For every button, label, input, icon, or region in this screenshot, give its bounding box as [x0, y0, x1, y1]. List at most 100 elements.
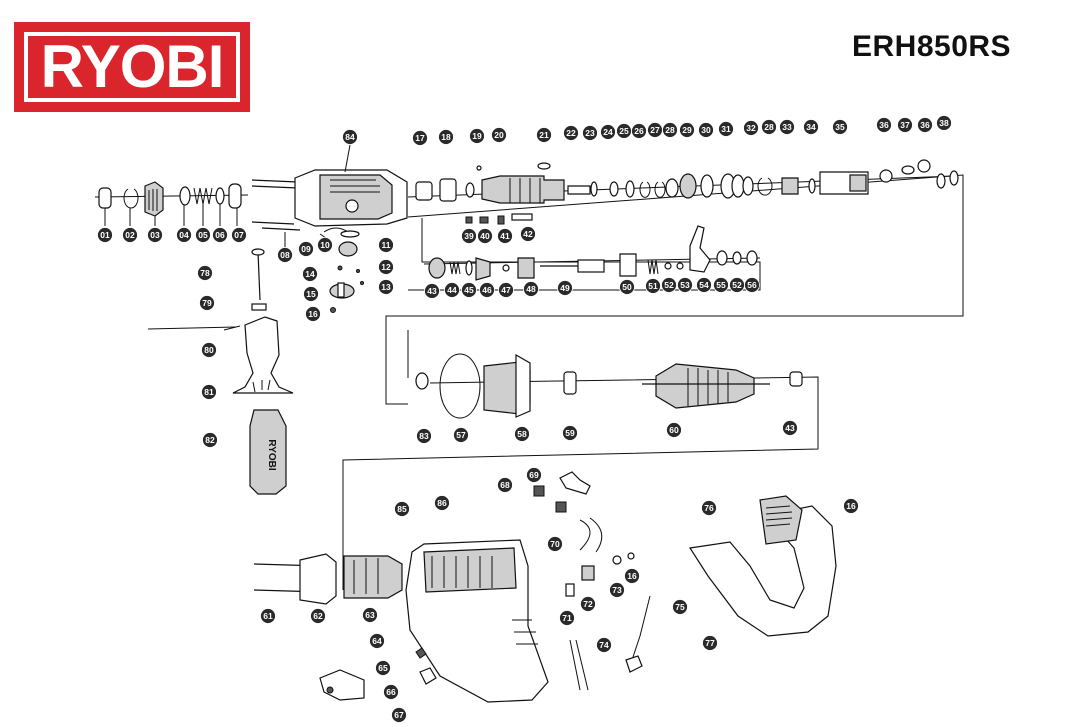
svg-text:36: 36	[920, 120, 930, 130]
callout-75: 75	[672, 599, 688, 615]
svg-text:20: 20	[494, 130, 504, 140]
svg-text:57: 57	[456, 430, 466, 440]
part-07-sleeve	[228, 183, 242, 226]
callout-04: 04	[176, 227, 192, 243]
callout-72: 72	[580, 596, 596, 612]
stator-assembly	[253, 553, 403, 605]
svg-text:79: 79	[202, 298, 212, 308]
callout-74: 74	[596, 637, 612, 653]
callout-64: 64	[369, 633, 385, 649]
gear-train-second	[428, 213, 758, 281]
side-handle-brand: RYOBI	[266, 439, 277, 471]
svg-text:61: 61	[263, 611, 273, 621]
callout-80: 80	[201, 342, 217, 358]
callout-21: 21	[536, 127, 552, 143]
svg-text:05: 05	[198, 230, 208, 240]
parts-65-67-brush-holder	[319, 647, 437, 701]
svg-text:81: 81	[204, 387, 214, 397]
gear-train-top	[415, 159, 959, 204]
svg-text:78: 78	[200, 268, 210, 278]
callout-02: 02	[122, 227, 138, 243]
callout-58: 58	[514, 426, 530, 442]
svg-text:82: 82	[205, 435, 215, 445]
callout-25: 25	[616, 123, 632, 139]
callout-14: 14	[302, 266, 318, 282]
callout-12: 12	[378, 259, 394, 275]
callout-16a: 16	[305, 306, 321, 322]
side-handle-assembly: RYOBI	[147, 248, 294, 495]
svg-text:47: 47	[501, 285, 511, 295]
svg-text:03: 03	[150, 230, 160, 240]
callout-65: 65	[375, 660, 391, 676]
callout-55: 55	[713, 277, 729, 293]
callout-06: 06	[212, 227, 228, 243]
svg-text:29: 29	[682, 125, 692, 135]
callout-62: 62	[310, 608, 326, 624]
svg-text:32: 32	[746, 123, 756, 133]
callout-07: 07	[231, 227, 247, 243]
svg-text:67: 67	[394, 710, 404, 720]
callout-52b: 52	[729, 277, 745, 293]
svg-text:68: 68	[500, 480, 510, 490]
callout-76: 76	[701, 500, 717, 516]
callout-22: 22	[563, 125, 579, 141]
callout-63: 63	[362, 607, 378, 623]
svg-text:13: 13	[381, 282, 391, 292]
callout-49: 49	[557, 280, 573, 296]
svg-text:76: 76	[704, 503, 714, 513]
svg-text:28: 28	[764, 122, 774, 132]
callout-34: 34	[803, 119, 819, 135]
svg-text:31: 31	[721, 124, 731, 134]
callout-73: 73	[609, 582, 625, 598]
part-04-ring	[179, 186, 191, 226]
callout-15: 15	[303, 286, 319, 302]
callout-40: 40	[477, 228, 493, 244]
part-05-spring	[193, 187, 213, 226]
svg-text:07: 07	[234, 230, 244, 240]
svg-text:17: 17	[415, 133, 425, 143]
callout-11: 11	[378, 237, 394, 253]
svg-text:24: 24	[603, 127, 613, 137]
svg-text:08: 08	[280, 250, 290, 260]
callout-86: 86	[434, 495, 450, 511]
part-08-bolts	[251, 179, 301, 247]
callout-42: 42	[520, 226, 536, 242]
svg-text:59: 59	[565, 428, 575, 438]
callout-35: 35	[832, 119, 848, 135]
svg-text:23: 23	[585, 128, 595, 138]
callout-23: 23	[582, 125, 598, 141]
svg-text:45: 45	[464, 285, 474, 295]
svg-text:49: 49	[560, 283, 570, 293]
svg-text:66: 66	[386, 687, 396, 697]
callout-29: 29	[679, 122, 695, 138]
ryobi-logo-text: RYOBI	[24, 32, 240, 102]
callout-01: 01	[97, 227, 113, 243]
svg-text:34: 34	[806, 122, 816, 132]
svg-text:10: 10	[320, 240, 330, 250]
svg-text:69: 69	[529, 470, 539, 480]
callout-83: 83	[416, 428, 432, 444]
callout-51: 51	[645, 278, 661, 294]
callout-46: 46	[479, 282, 495, 298]
callout-05: 05	[195, 227, 211, 243]
callout-33: 33	[779, 119, 795, 135]
callout-57: 57	[453, 427, 469, 443]
callout-44: 44	[444, 282, 460, 298]
svg-text:62: 62	[313, 611, 323, 621]
svg-text:16: 16	[627, 571, 637, 581]
part-64-motor-housing	[405, 539, 549, 703]
svg-text:50: 50	[622, 282, 632, 292]
svg-text:83: 83	[419, 431, 429, 441]
svg-text:25: 25	[619, 126, 629, 136]
svg-text:86: 86	[437, 498, 447, 508]
callout-36b: 36	[917, 117, 933, 133]
callout-82: 82	[202, 432, 218, 448]
callout-16b: 16	[624, 568, 640, 584]
svg-text:16: 16	[308, 309, 318, 319]
svg-text:12: 12	[381, 262, 391, 272]
svg-text:43: 43	[785, 423, 795, 433]
svg-text:73: 73	[612, 585, 622, 595]
callout-61: 61	[260, 608, 276, 624]
svg-text:60: 60	[669, 425, 679, 435]
svg-text:65: 65	[378, 663, 388, 673]
